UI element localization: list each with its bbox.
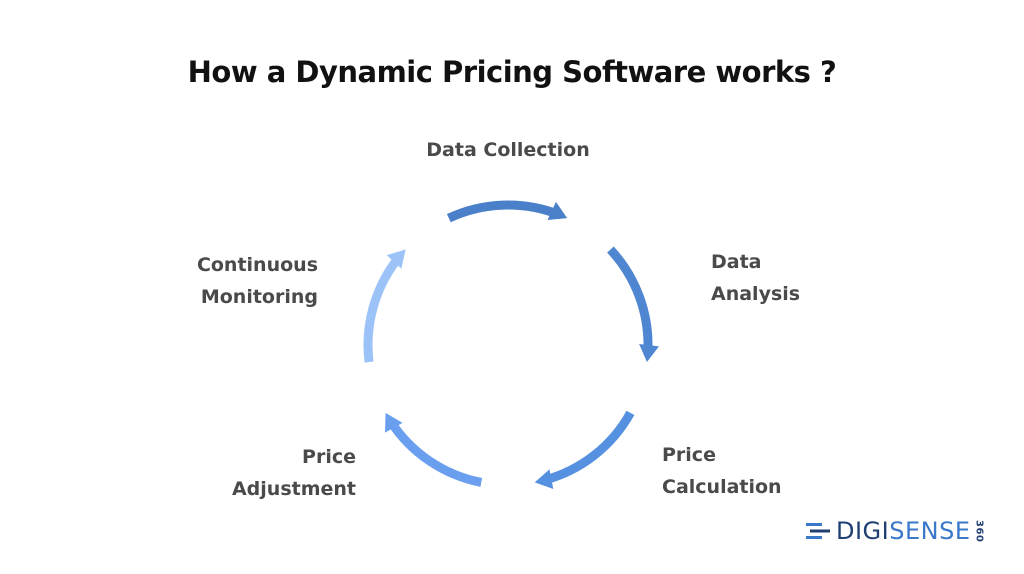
page-title: How a Dynamic Pricing Software works ?	[187, 55, 837, 89]
step-label-price-calculation: Price Calculation	[662, 439, 782, 503]
cycle-arrow-data-collection	[446, 200, 561, 223]
step-label-continuous-monitoring: Continuous Monitoring	[197, 249, 318, 313]
speed-lines-icon	[806, 523, 830, 539]
arrowhead-data-analysis	[639, 343, 659, 363]
arrowhead-price-calculation	[534, 469, 554, 490]
logo-badge: 360	[973, 519, 985, 543]
step-label-line: Analysis	[711, 283, 801, 305]
step-label-line: Continuous	[196, 254, 318, 276]
logo-wordmark: DIGISENSE	[836, 517, 970, 545]
logo-part-2: SENSE	[889, 517, 971, 545]
arrowhead-price-adjustment	[385, 412, 403, 433]
step-label-data-collection: Data Collection	[0, 134, 1016, 166]
cycle-arrow-data-analysis	[607, 246, 653, 353]
step-label-line: Data Collection	[426, 139, 590, 161]
arrowhead-data-collection	[547, 201, 568, 220]
step-label-line: Monitoring	[200, 286, 318, 308]
cycle-arrow-price-calculation	[542, 410, 635, 485]
step-label-price-adjustment: Price Adjustment	[232, 441, 356, 505]
brand-logo: DIGISENSE 360	[806, 516, 984, 546]
step-label-line: Calculation	[662, 476, 782, 498]
step-label-line: Price	[302, 446, 356, 468]
step-label-line: Data	[711, 251, 762, 273]
step-label-line: Adjustment	[231, 478, 356, 500]
arrowhead-continuous-monitoring	[386, 249, 406, 269]
step-label-data-analysis: Data Analysis	[711, 246, 800, 310]
cycle-arrow-continuous-monitoring	[363, 253, 403, 363]
logo-part-1: DIGI	[836, 517, 890, 545]
step-label-line: Price	[662, 444, 716, 466]
cycle-arrow-price-adjustment	[386, 418, 483, 487]
